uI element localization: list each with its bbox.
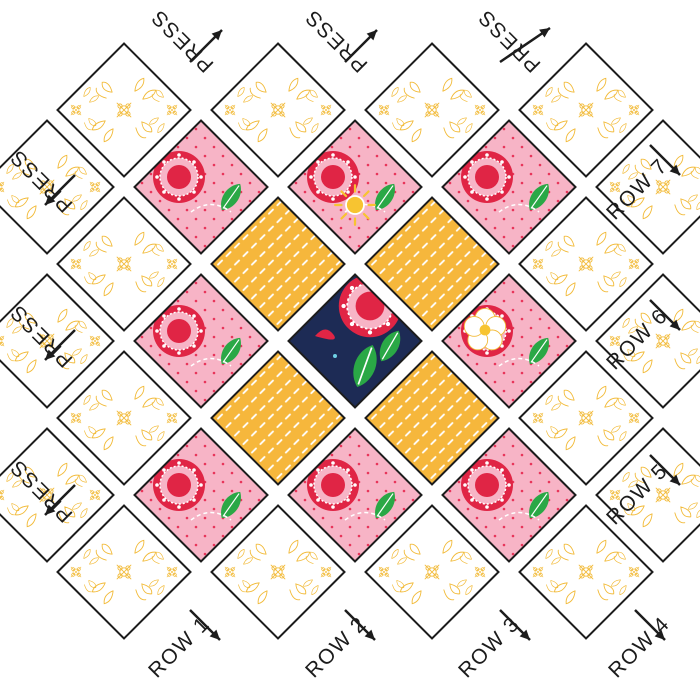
row-3-label: ROW 3 [454, 612, 524, 682]
press-top-1-label: PRESS [146, 5, 218, 77]
row-1-label: ROW 1 [144, 612, 214, 682]
row-2-label: ROW 2 [301, 612, 371, 682]
row-4-label: ROW 4 [604, 612, 674, 682]
press-top-2-label: PRESS [300, 5, 372, 77]
press-top-3-label: PRESS [473, 5, 545, 77]
